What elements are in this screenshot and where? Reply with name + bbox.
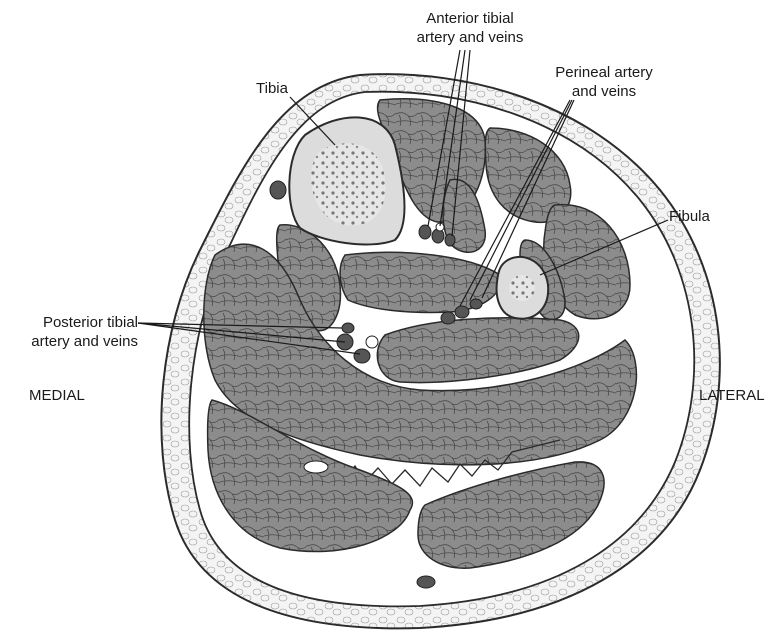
label-tibia: Tibia	[256, 79, 288, 98]
label-anterior-tibial: Anterior tibial artery and veins	[410, 9, 530, 47]
label-posterior-tibial: Posterior tibial artery and veins	[6, 313, 138, 351]
label-medial: MEDIAL	[29, 386, 85, 405]
label-anterior-tibial-line1: Anterior tibial	[410, 9, 530, 28]
small-saphenous-vein	[417, 576, 435, 588]
saphenous-vein	[270, 181, 286, 199]
label-perineal-line1: Perineal artery	[540, 63, 668, 82]
sural-nerve	[304, 461, 328, 473]
label-fibula: Fibula	[669, 207, 710, 226]
label-anterior-tibial-line2: artery and veins	[410, 28, 530, 47]
label-perineal-line2: and veins	[540, 82, 668, 101]
label-perineal: Perineal artery and veins	[540, 63, 668, 101]
label-posterior-tibial-line2: artery and veins	[6, 332, 138, 351]
label-lateral: LATERAL	[699, 386, 765, 405]
fibula-marrow	[509, 275, 535, 301]
label-posterior-tibial-line1: Posterior tibial	[6, 313, 138, 332]
